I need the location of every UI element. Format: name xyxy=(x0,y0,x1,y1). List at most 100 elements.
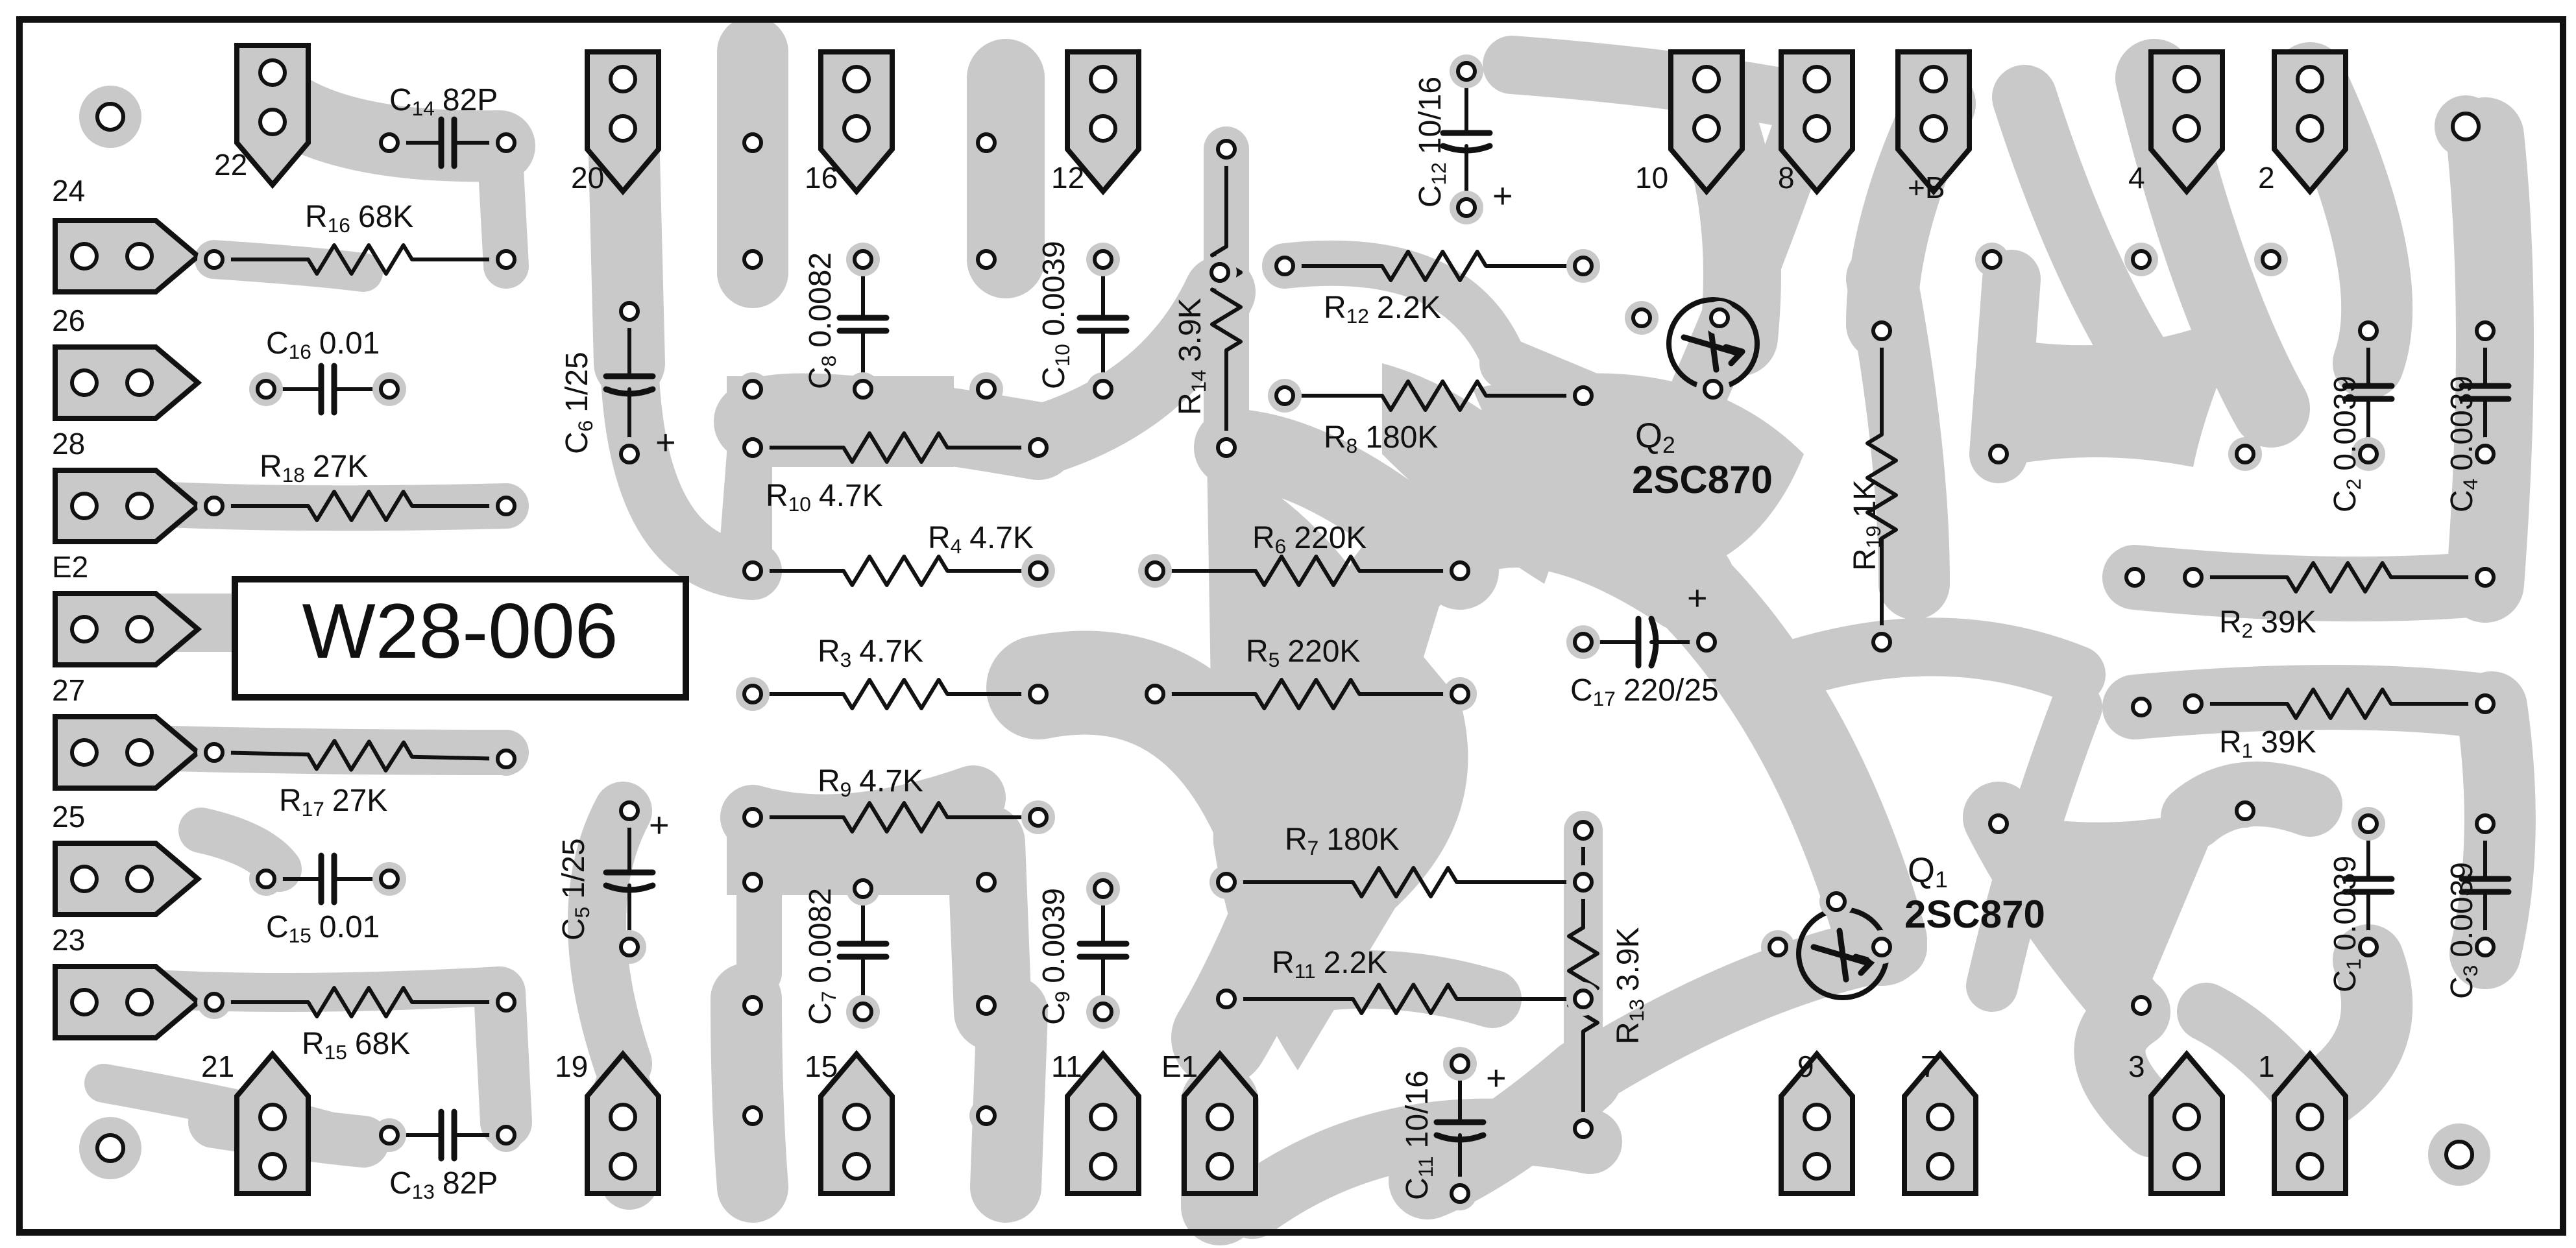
pad-hole xyxy=(742,807,763,828)
label-c8: C80.0082 xyxy=(803,252,840,389)
ref-index-r12: 12 xyxy=(1346,304,1369,328)
pad-hole xyxy=(853,1002,873,1022)
terminal-12 xyxy=(1065,49,1141,196)
pad-hole xyxy=(1768,937,1788,957)
value-r13: 3.9K xyxy=(1611,927,1646,991)
ref-c14: C xyxy=(389,83,412,117)
terminal-label-e2: E2 xyxy=(52,550,88,584)
ref-c16: C xyxy=(266,326,289,361)
value-r2: 39K xyxy=(2261,605,2316,640)
pad-hole xyxy=(1573,989,1594,1009)
pad-hole xyxy=(1573,256,1594,276)
label-c5: C51/25 xyxy=(557,838,594,941)
pad-hole xyxy=(1456,197,1477,218)
terminal-label-28: 28 xyxy=(52,427,85,461)
label-r19: R191K xyxy=(1848,479,1885,571)
pad-hole xyxy=(1456,61,1477,82)
value-c14: 82P xyxy=(443,83,498,117)
ref-r10: R xyxy=(766,479,788,513)
capacitor-c13 xyxy=(387,1109,508,1162)
terminal-28 xyxy=(53,468,202,544)
pad-hole xyxy=(976,1105,997,1126)
resistor-r7 xyxy=(1224,866,1585,898)
pad-hole xyxy=(2475,693,2496,714)
pad-hole xyxy=(1871,320,1892,341)
value-r14: 3.9K xyxy=(1173,298,1208,362)
terminal-label-e1: E1 xyxy=(1161,1050,1198,1083)
pad-hole xyxy=(1573,385,1594,406)
capacitor-c14 xyxy=(387,116,508,169)
ref-c9: C xyxy=(1037,1002,1071,1025)
terminal-4 xyxy=(2148,49,2225,196)
ref-index-q2: 2 xyxy=(1662,432,1675,458)
terminal-8 xyxy=(1779,49,1855,196)
pad-hole xyxy=(1573,820,1594,841)
pad-hole xyxy=(976,995,997,1016)
pad-hole xyxy=(1450,560,1470,581)
value-c4: 0.0039 xyxy=(2445,376,2479,471)
pad-hole xyxy=(379,1125,400,1146)
terminal-label-9: 9 xyxy=(1797,1050,1814,1083)
value-c16: 0.01 xyxy=(319,326,380,361)
ref-index-r9: 9 xyxy=(840,778,852,801)
pad-hole xyxy=(1450,1183,1470,1204)
pad-hole xyxy=(619,444,640,464)
ref-c15: C xyxy=(266,910,289,944)
pad-hole xyxy=(2358,320,2379,341)
value-c7: 0.0082 xyxy=(803,888,838,983)
ref-index-r13: 13 xyxy=(1625,999,1648,1022)
ref-index-r6: 6 xyxy=(1275,534,1287,558)
ref-index-c11: 11 xyxy=(1414,1156,1437,1177)
pad-hole xyxy=(742,560,763,581)
value-c1: 0.0039 xyxy=(2328,856,2363,951)
pad-hole xyxy=(1028,684,1049,704)
ref-index-c2: 2 xyxy=(2342,479,2365,490)
capacitor-c9 xyxy=(1076,887,1130,1014)
pad-hole xyxy=(2475,567,2496,588)
pad-hole xyxy=(2358,937,2379,957)
polarity-plus: + xyxy=(649,806,670,845)
terminal-label-24: 24 xyxy=(52,174,85,208)
pad-hole xyxy=(379,379,400,400)
pad-hole xyxy=(496,1125,516,1146)
ref-index-c3: 3 xyxy=(2459,965,2482,977)
pad-hole xyxy=(1093,878,1113,899)
pad-hole xyxy=(1093,249,1113,270)
ref-c10: C xyxy=(1037,366,1071,389)
pad-hole xyxy=(496,249,516,270)
terminal-label-2: 2 xyxy=(2258,161,2275,195)
ref-index-r15: 15 xyxy=(324,1040,347,1064)
value-c17: 220/25 xyxy=(1623,673,1719,708)
ref-index-c17: 17 xyxy=(1593,687,1616,710)
pad-hole xyxy=(2235,800,2255,821)
pad-hole xyxy=(976,379,997,400)
ref-index-c5: 5 xyxy=(570,907,594,918)
ref-r16: R xyxy=(305,200,328,234)
terminal-3 xyxy=(2148,1050,2225,1196)
terminal-e2 xyxy=(53,591,202,667)
label-r13: R133.9K xyxy=(1611,927,1648,1044)
ref-r19: R xyxy=(1848,548,1882,571)
value-c3: 0.0039 xyxy=(2445,862,2479,957)
resistor-r4 xyxy=(751,555,1040,587)
pad-hole xyxy=(1209,262,1230,283)
ref-index-r18: 18 xyxy=(282,463,305,486)
pad-hole xyxy=(742,379,763,400)
pad-hole xyxy=(1982,249,2002,270)
pad-hole xyxy=(1871,937,1892,957)
pad-hole xyxy=(1274,385,1295,406)
part-number-box: W28-006 xyxy=(232,576,689,701)
resistor-r1 xyxy=(2191,688,2487,720)
polarity-plus: + xyxy=(655,423,676,462)
pad-hole xyxy=(1216,872,1237,893)
value-c13: 82P xyxy=(443,1166,498,1201)
pad-hole xyxy=(742,684,763,704)
resistor-r5 xyxy=(1153,678,1462,710)
pad-hole xyxy=(2358,813,2379,834)
resistor-r18 xyxy=(212,490,508,522)
